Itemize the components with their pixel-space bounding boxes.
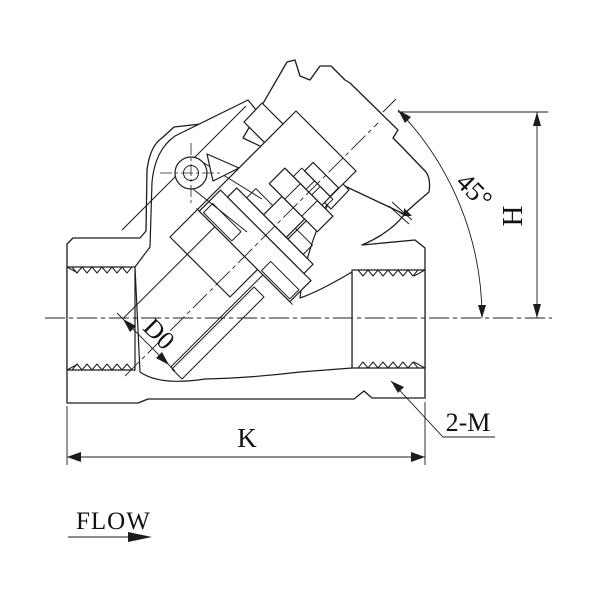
angle-arc: [397, 109, 483, 319]
d0-arrow-upper: [123, 319, 136, 332]
valve-body: [66, 117, 426, 404]
angle-label: 45°: [450, 167, 498, 215]
hinge-pin-centerlines: [160, 143, 222, 203]
dimension-H: H: [398, 111, 548, 318]
leader-arrow: [391, 381, 404, 393]
seat-bore-lines: [122, 226, 264, 368]
cap-section: [242, 59, 431, 215]
disc-seal-upper: [203, 202, 242, 242]
flow-arrow-head: [128, 532, 152, 542]
k-arrow-right: [411, 452, 425, 462]
angle-extension-tick: [382, 98, 397, 113]
angle-arrow-top: [398, 110, 411, 123]
h-arrow-top: [533, 112, 541, 126]
left-port-bore: [66, 266, 136, 371]
dimension-K: K: [66, 402, 426, 465]
left-thread-bottom: [71, 363, 133, 371]
seat-partition: [171, 286, 265, 380]
disc-guide-cartridge: [169, 110, 357, 298]
h-label: H: [497, 205, 529, 226]
cap-base: [243, 60, 430, 214]
right-port-bore: [351, 269, 426, 369]
cap-seal-wedge: [404, 208, 412, 216]
flow-label: FLOW: [76, 508, 151, 535]
hinge-assembly: [160, 143, 263, 233]
thread-label: 2-M: [446, 408, 491, 437]
k-arrow-left: [67, 452, 81, 462]
k-label: K: [237, 423, 257, 453]
right-thread-bottom: [357, 361, 419, 369]
bonnet-axis-centerline: [124, 122, 379, 377]
left-thread-top: [71, 266, 133, 274]
k-extension-lines: [66, 402, 426, 465]
flow-indicator: FLOW: [68, 508, 152, 542]
leader-line: [390, 380, 495, 438]
body-metal-section: [66, 117, 426, 404]
right-thread-top: [357, 269, 419, 277]
d0-arrow-lower: [156, 352, 169, 365]
h-arrow-bottom: [533, 304, 541, 318]
disc-seal-lower: [260, 260, 300, 300]
pipe-threads: [71, 266, 419, 371]
thread-callout: 2-M: [390, 380, 495, 438]
nut-flat-lines: [284, 183, 318, 217]
cap-seal-lines: [388, 201, 413, 225]
centerlines: [45, 122, 552, 377]
angle-arrow-bottom: [478, 305, 486, 318]
bore-chamfers: [66, 266, 426, 371]
hinge-tab: [206, 153, 240, 182]
